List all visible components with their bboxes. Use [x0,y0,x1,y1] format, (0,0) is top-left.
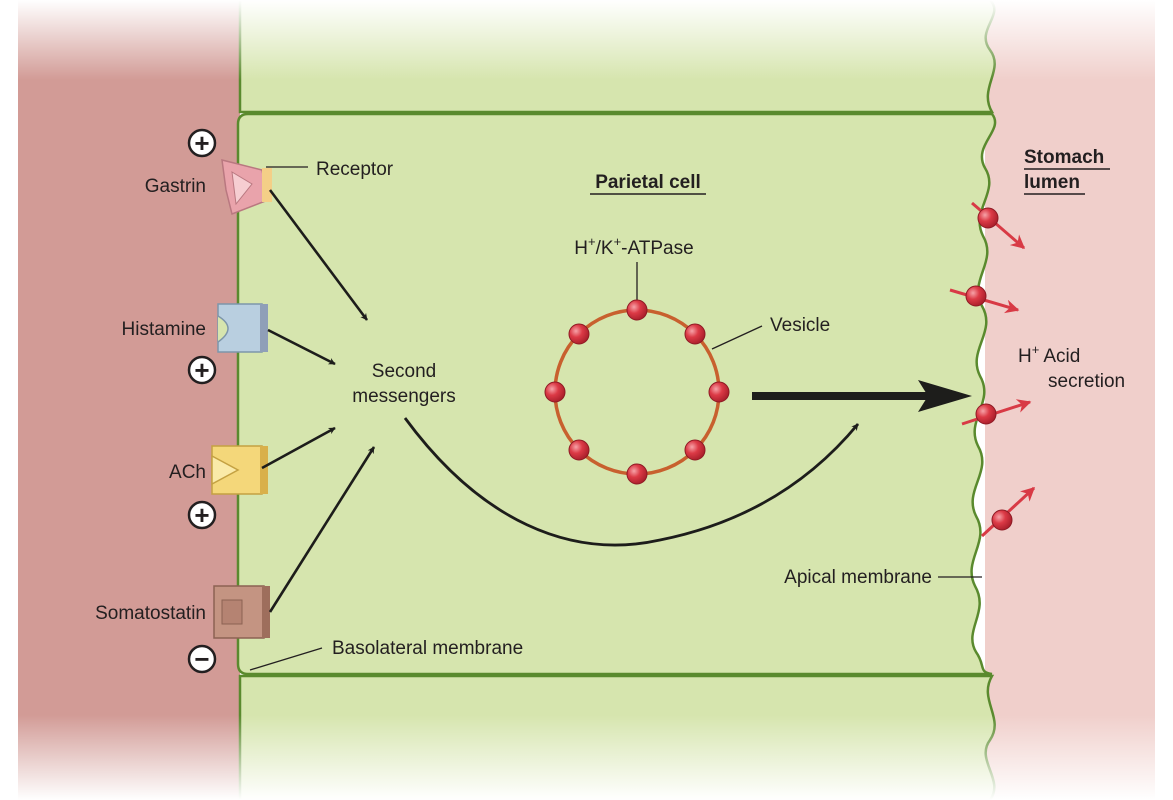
vesicle-pump-bead [568,323,590,345]
histamine-sign: + [187,355,217,385]
gastrin-sign: + [187,128,217,158]
vesicle-pump-bead [568,439,590,461]
arrow-somatostatin-to-messengers [268,446,376,613]
somatostatin-sign: − [187,644,217,674]
svg-text:+: + [194,128,209,158]
basolateral-leader-line [249,647,323,671]
vesicle-pump-bead [544,381,566,403]
curved-pathway-arrow [403,417,860,547]
membrane-pump-bead [991,509,1013,531]
svg-text:+: + [194,500,209,530]
membrane-pump-bead [975,403,997,425]
vesicle-pump-bead [708,381,730,403]
vesicle-pump-bead [684,439,706,461]
somatostatin-label: Somatostatin [95,603,206,624]
apical-membrane-label: Apical membrane [784,567,932,588]
vesicle-pumps [544,299,730,485]
ach-sign: + [187,500,217,530]
arrow-histamine-to-messengers [267,328,336,366]
ach-receptor [211,445,268,495]
svg-text:+: + [194,355,209,385]
ach-label: ACh [169,462,206,483]
somatostatin-receptor [213,585,270,639]
parietal-cell-title: Parietal cell [595,172,701,193]
vesicle-fusion-arrow [752,380,972,412]
h-acid-label: H+Acid [1018,342,1080,367]
top-fade [0,0,1173,80]
arrow-gastrin-to-messengers [268,189,369,321]
stomach-lumen-region [985,0,1155,800]
histamine-receptor [217,303,268,353]
secretion-label: secretion [1048,371,1125,392]
gastrin-receptor [221,159,272,216]
membrane-pump-bead [965,285,987,307]
second-messengers-line2: messengers [352,386,456,407]
membrane-pumps [949,201,1036,538]
gastrin-label: Gastrin [145,176,206,197]
stomach-lumen-line2: lumen [1024,172,1080,193]
bottom-fade [0,715,1173,800]
histamine-label: Histamine [122,319,206,340]
vesicle-label: Vesicle [770,315,830,336]
vesicle-leader-line [711,325,763,350]
arrow-ach-to-messengers [261,426,336,470]
second-messengers-line1: Second [372,361,436,382]
vesicle-pump-bead [684,323,706,345]
receptor-label: Receptor [316,159,394,180]
h-k-atpase-label: H+/K+-ATPase [574,234,693,259]
blood-side-region [18,0,240,800]
svg-text:−: − [194,644,209,674]
membrane-pump-bead [977,207,999,229]
vesicle-pump-bead [626,299,648,321]
vesicle-pump-bead [626,463,648,485]
basolateral-membrane-label: Basolateral membrane [332,638,523,659]
stomach-lumen-line1: Stomach [1024,147,1104,168]
